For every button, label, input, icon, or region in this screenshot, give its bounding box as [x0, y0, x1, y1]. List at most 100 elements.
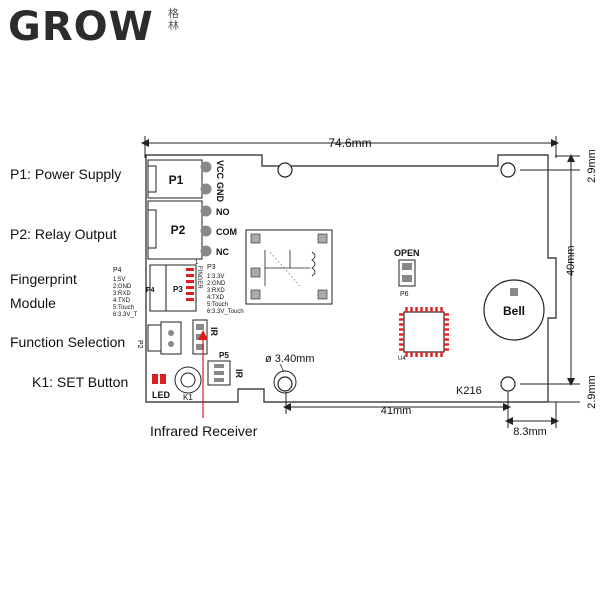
p2-nc-text: NC	[216, 247, 229, 257]
p3-title: P3	[207, 264, 216, 271]
chip-pin	[399, 328, 404, 331]
p2-pin-no	[200, 205, 212, 217]
p3-pins-red	[186, 268, 194, 301]
dim-bottom-offset-text: 2.9mm	[586, 375, 598, 409]
label-module: Module	[10, 295, 56, 311]
ir-arrow-head	[198, 330, 208, 340]
finger-text: FINGER	[196, 266, 202, 289]
p4-pin-1: 1:5V	[113, 277, 125, 283]
dim-hole-offset-text: 8.3mm	[513, 426, 547, 438]
k1-board-label: K1	[183, 393, 193, 402]
dim-top-offset-text: 2.9mm	[586, 149, 598, 183]
chip-pin	[435, 307, 438, 312]
p2-label: P2	[171, 223, 186, 237]
chip-pin	[444, 313, 449, 316]
chip-pin	[444, 318, 449, 321]
chip-pin	[435, 352, 438, 357]
ir-jumper-label: IR	[209, 327, 219, 337]
chip-pin	[405, 307, 408, 312]
p3-pin-5: 5:Touch	[207, 302, 228, 308]
label-power-supply: P1: Power Supply	[10, 166, 122, 182]
chip-pin	[444, 343, 449, 346]
chip-pin	[399, 318, 404, 321]
logo-text: GROW	[8, 4, 154, 50]
p4-pin-4: 4:TXD	[113, 298, 131, 304]
chip-pin	[399, 348, 404, 351]
chip-pin	[444, 323, 449, 326]
p3-pin-1: 1:3.3V	[207, 274, 224, 280]
chip-pin	[444, 348, 449, 351]
p4-pin-3: 3:RXD	[113, 291, 131, 297]
chip-pin	[410, 352, 413, 357]
p3-pin-6: 6:3.3V_Touch	[207, 309, 244, 315]
chip-pin	[399, 333, 404, 336]
bell-label: Bell	[503, 304, 525, 318]
chip-pin	[430, 307, 433, 312]
chip-pin	[444, 338, 449, 341]
chip-pin	[420, 352, 423, 357]
mount-hole-tr	[500, 162, 516, 178]
label-function-selection: Function Selection	[10, 334, 126, 350]
dim-width-text: 74.6mm	[328, 136, 371, 150]
jumper-p2	[147, 324, 163, 352]
p1-vcc-text: VCC	[215, 160, 225, 180]
chip-pin	[399, 323, 404, 326]
led-label: LED	[152, 390, 171, 400]
chip-pin	[415, 307, 418, 312]
p4-pin-2: 2:GND	[113, 284, 132, 290]
p3-pin1-marker: 1	[195, 260, 199, 266]
p5-label: P5	[219, 351, 229, 360]
p2-no-text: NO	[216, 207, 230, 217]
p4-pin-6: 6:3.3V_T	[113, 312, 138, 318]
chip-pin	[425, 307, 428, 312]
jumper-p2-label: P2	[136, 340, 143, 349]
dim-hole-diameter-text: ø 3.40mm	[265, 353, 315, 365]
chip-pin	[430, 352, 433, 357]
chip-pin	[444, 333, 449, 336]
p2-pin-nc	[200, 245, 212, 257]
led-pad-2	[160, 374, 166, 384]
label-set-button: K1: SET Button	[32, 374, 129, 390]
u4-label: U4	[398, 356, 406, 362]
mount-hole-br	[500, 376, 516, 392]
chip-pin	[444, 328, 449, 331]
p3-pin-4: 4:TXD	[207, 295, 225, 301]
p6-label: P6	[400, 291, 409, 298]
p1-pin-gnd	[200, 183, 212, 195]
relay	[245, 229, 333, 305]
p2-com-text: COM	[216, 227, 237, 237]
p1-label: P1	[169, 173, 184, 187]
dim-height-text: 40mm	[565, 245, 577, 276]
open-label: OPEN	[394, 248, 420, 258]
chip-pin	[425, 352, 428, 357]
p3-connector-label: P3	[173, 285, 183, 294]
p2-pin-com	[200, 225, 212, 237]
led-pad-1	[152, 374, 158, 384]
ir-receiver-label: IR	[234, 369, 244, 379]
chip-pin	[405, 352, 408, 357]
k216-label: K216	[456, 385, 482, 397]
chip-pin	[440, 352, 443, 357]
p1-gnd-text: GND	[215, 182, 225, 203]
p3-pin-3: 3:RXD	[207, 288, 225, 294]
board-outline	[145, 154, 557, 403]
label-relay-output: P2: Relay Output	[10, 226, 117, 242]
chip-pin	[399, 313, 404, 316]
logo-seal-text: 格林	[168, 7, 179, 32]
hole-diameter-circle	[273, 370, 297, 394]
bell-buzzer	[483, 279, 545, 341]
grow-logo: GROW	[8, 4, 154, 50]
chip-pin	[410, 307, 413, 312]
label-fingerprint: Fingerprint	[10, 271, 77, 287]
p3-pin-2: 2:GND	[207, 281, 226, 287]
logo-seal: 格林	[168, 8, 180, 32]
label-infrared-receiver: Infrared Receiver	[150, 423, 258, 439]
p1-pin-vcc	[200, 161, 212, 173]
u4-chip	[399, 307, 449, 357]
p4-pin-5: 5:Touch	[113, 305, 134, 311]
p4-title: P4	[113, 267, 122, 274]
p4-connector-label: P4	[146, 287, 155, 294]
chip-pin	[420, 307, 423, 312]
chip-pin	[399, 343, 404, 346]
